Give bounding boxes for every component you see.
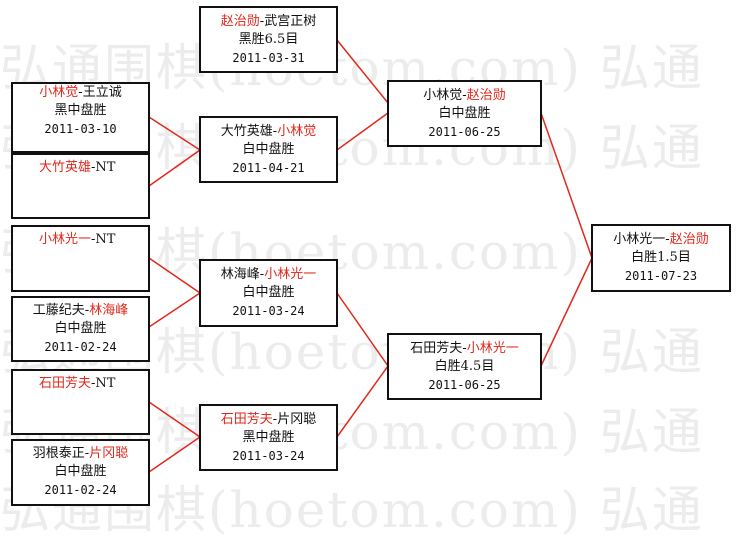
- match-players: 小林光一-NT: [39, 232, 116, 247]
- match-players: 大竹英雄-小林觉: [220, 124, 317, 139]
- player-winner: 赵治勋: [669, 232, 709, 247]
- match-box-r1-b[interactable]: 大竹英雄-NT: [11, 153, 150, 219]
- match-date: 2011-07-23: [624, 269, 698, 283]
- player-winner: 赵治勋: [466, 88, 506, 103]
- player-winner: 小林觉: [39, 85, 79, 100]
- player-winner: 片冈聪: [89, 446, 129, 461]
- match-result: 白中盘胜: [242, 142, 295, 157]
- match-date: 2011-03-10: [44, 122, 117, 136]
- match-box-r1-a[interactable]: 小林觉-王立诚 黑中盘胜 2011-03-10: [11, 82, 150, 153]
- match-players: 石田芳夫-小林光一: [410, 341, 519, 356]
- player-opponent: 林海峰: [220, 267, 260, 282]
- match-result: 白中盘胜: [438, 106, 491, 121]
- match-result: 白胜1.5目: [631, 250, 691, 265]
- match-result: 黑中盘胜: [242, 430, 295, 445]
- match-box-r1-e[interactable]: 石田芳夫-NT: [11, 369, 150, 435]
- match-players: 小林光一-赵治勋: [613, 232, 709, 247]
- bracket-connectors: [148, 39, 593, 473]
- match-date: 2011-03-24: [232, 304, 305, 318]
- match-date: 2011-04-21: [232, 161, 305, 175]
- match-players: 石田芳夫-NT: [39, 376, 116, 391]
- match-result: 黑胜6.5目: [238, 32, 299, 47]
- connector-line: [336, 39, 389, 104]
- match-box-r1-f[interactable]: 羽根泰正-片冈聪 白中盘胜 2011-02-24: [11, 439, 150, 506]
- match-players: 小林觉-赵治勋: [423, 88, 506, 103]
- connector-line: [336, 112, 389, 151]
- match-date: 2011-02-24: [44, 483, 117, 497]
- match-result: 白中盘胜: [242, 285, 295, 300]
- player-opponent: 石田芳夫: [410, 341, 463, 356]
- player-winner: 小林光一: [466, 341, 519, 356]
- player-winner: 石田芳夫: [220, 412, 273, 427]
- connector-line: [336, 365, 389, 438]
- match-result: 白中盘胜: [54, 321, 107, 336]
- match-players: 羽根泰正-片冈聪: [32, 446, 129, 461]
- match-box-r2-d[interactable]: 石田芳夫-片冈聪 黑中盘胜 2011-03-24: [199, 404, 338, 471]
- connector-line: [148, 149, 201, 187]
- match-result: 黑中盘胜: [54, 103, 107, 118]
- match-box-semifinal-a[interactable]: 小林觉-赵治勋 白中盘胜 2011-06-25: [387, 80, 542, 147]
- player-opponent: NT: [95, 160, 116, 175]
- connector-line: [336, 292, 389, 367]
- match-box-r1-d[interactable]: 工藤纪夫-林海峰 白中盘胜 2011-02-24: [11, 296, 150, 362]
- match-date: 2011-03-31: [232, 51, 305, 65]
- connector-line: [148, 116, 201, 151]
- player-winner: 小林觉: [277, 124, 317, 139]
- match-box-r2-b[interactable]: 大竹英雄-小林觉 白中盘胜 2011-04-21: [199, 116, 338, 183]
- connector-line: [540, 112, 593, 259]
- match-date: 2011-06-25: [428, 378, 501, 392]
- match-date: 2011-06-25: [428, 125, 501, 139]
- match-box-final[interactable]: 小林光一-赵治勋 白胜1.5目 2011-07-23: [591, 224, 731, 292]
- player-winner: 石田芳夫: [39, 376, 92, 391]
- connector-line: [148, 401, 201, 438]
- match-result: 白中盘胜: [54, 464, 107, 479]
- player-opponent: 王立诚: [82, 85, 122, 100]
- match-box-r1-c[interactable]: 小林光一-NT: [11, 225, 150, 292]
- player-winner: 小林光一: [264, 267, 317, 282]
- match-players: 林海峰-小林光一: [220, 267, 317, 282]
- player-opponent: 大竹英雄: [220, 124, 273, 139]
- match-players: 工藤纪夫-林海峰: [32, 303, 129, 318]
- match-players: 大竹英雄-NT: [39, 160, 116, 175]
- player-opponent: 羽根泰正: [32, 446, 85, 461]
- match-players: 石田芳夫-片冈聪: [220, 412, 317, 427]
- player-opponent: NT: [95, 376, 116, 391]
- player-opponent: 武宫正树: [264, 14, 317, 29]
- player-winner: 小林光一: [39, 232, 92, 247]
- player-opponent: 小林觉: [423, 88, 463, 103]
- player-opponent: 工藤纪夫: [32, 303, 85, 318]
- connector-line: [148, 436, 201, 473]
- match-result: 白胜4.5目: [434, 359, 495, 374]
- match-box-semifinal-b[interactable]: 石田芳夫-小林光一 白胜4.5目 2011-06-25: [387, 333, 542, 400]
- player-opponent: NT: [95, 232, 116, 247]
- player-opponent: 片冈聪: [277, 412, 317, 427]
- match-players: 赵治勋-武宫正树: [220, 14, 317, 29]
- match-players: 小林觉-王立诚: [39, 85, 122, 100]
- match-date: 2011-03-24: [232, 449, 305, 463]
- connector-line: [540, 257, 593, 367]
- player-winner: 林海峰: [89, 303, 129, 318]
- player-opponent: 小林光一: [613, 232, 666, 247]
- match-date: 2011-02-24: [44, 340, 117, 354]
- match-box-r2-c[interactable]: 林海峰-小林光一 白中盘胜 2011-03-24: [199, 259, 338, 327]
- player-winner: 大竹英雄: [39, 160, 92, 175]
- connector-line: [148, 292, 201, 328]
- connector-line: [148, 257, 201, 294]
- player-winner: 赵治勋: [220, 14, 260, 29]
- match-box-r2-a[interactable]: 赵治勋-武宫正树 黑胜6.5目 2011-03-31: [199, 6, 338, 73]
